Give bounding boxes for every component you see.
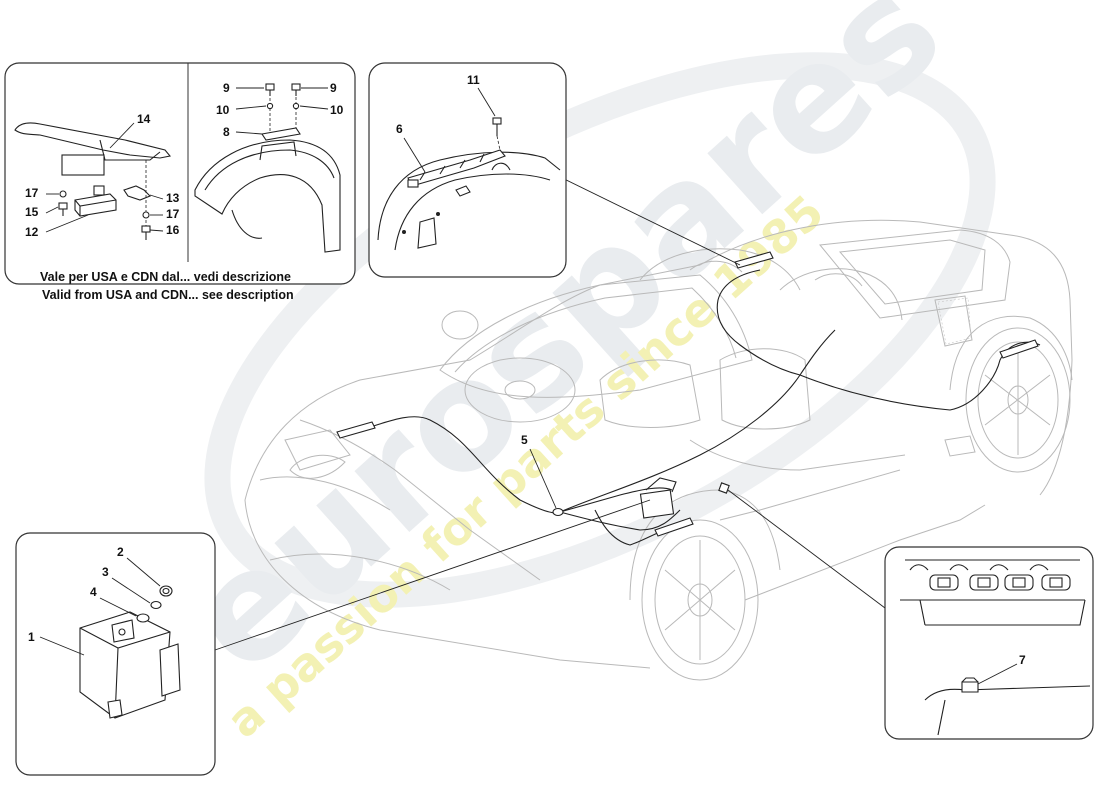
screw-16 bbox=[141, 225, 151, 233]
bracket-plate bbox=[61, 154, 105, 176]
callout-10b: 10 bbox=[330, 103, 344, 117]
callout-9b: 9 bbox=[330, 81, 337, 95]
console-switch-1 bbox=[929, 574, 959, 591]
washer-3 bbox=[150, 600, 162, 610]
console-switch-3 bbox=[1004, 574, 1034, 591]
wheel-arch-liner bbox=[194, 139, 341, 253]
callout-8: 8 bbox=[223, 125, 230, 139]
callout-16: 16 bbox=[166, 223, 180, 237]
console-switch-2 bbox=[969, 574, 999, 591]
sensor-connector bbox=[93, 185, 105, 196]
console-switch-4 bbox=[1041, 574, 1071, 591]
callout-13: 13 bbox=[166, 191, 180, 205]
callout-2: 2 bbox=[117, 545, 124, 559]
screw-9a bbox=[265, 83, 275, 91]
sensor-door bbox=[654, 517, 694, 537]
callout-12: 12 bbox=[25, 225, 39, 239]
callout-1: 1 bbox=[28, 630, 35, 644]
washer-10a bbox=[266, 102, 274, 110]
button-7 bbox=[961, 681, 979, 693]
leader-control-unit bbox=[214, 499, 651, 651]
control-unit-on-car bbox=[639, 489, 675, 519]
leader-console bbox=[727, 489, 886, 609]
wiring-harness bbox=[336, 251, 1041, 546]
callout-10a: 10 bbox=[216, 103, 230, 117]
washer-17a bbox=[59, 190, 67, 198]
callout-6: 6 bbox=[396, 122, 403, 136]
callout-17b: 17 bbox=[166, 207, 180, 221]
clip-13 bbox=[123, 185, 151, 201]
callout-7: 7 bbox=[1019, 653, 1026, 667]
validity-note-en: Valid from USA and CDN... see descriptio… bbox=[42, 288, 294, 302]
connector-5 bbox=[552, 507, 564, 517]
callout-17a: 17 bbox=[25, 186, 39, 200]
screw-11 bbox=[492, 117, 502, 125]
button-location-7 bbox=[718, 482, 730, 494]
callout-11: 11 bbox=[467, 73, 480, 87]
callout-4: 4 bbox=[90, 585, 97, 599]
validity-note-it: Vale per USA e CDN dal... vedi descrizio… bbox=[40, 270, 291, 284]
callout-5-group: 5 bbox=[521, 433, 557, 509]
bracket-14 bbox=[14, 122, 172, 159]
inset-antenna: 11 6 bbox=[368, 62, 567, 278]
callout-14: 14 bbox=[137, 112, 151, 126]
inset-rear-sensor: 14 12 17 15 13 17 16 bbox=[4, 62, 356, 302]
screw-15 bbox=[58, 202, 68, 210]
washer-10b bbox=[292, 102, 300, 110]
bracket-8 bbox=[261, 127, 301, 141]
sensor-antenna-rear bbox=[734, 251, 774, 269]
callout-15: 15 bbox=[25, 205, 39, 219]
sensor-front-left bbox=[336, 421, 376, 439]
screw-9b bbox=[291, 83, 301, 91]
washer-4 bbox=[136, 613, 150, 623]
inset-control-unit: 1 2 3 4 bbox=[15, 532, 216, 776]
washer-17b bbox=[142, 211, 150, 219]
control-unit-connector bbox=[159, 643, 181, 697]
inset-console: 7 bbox=[884, 546, 1094, 740]
callout-5: 5 bbox=[521, 433, 528, 447]
nut-2 bbox=[159, 585, 173, 597]
callout-9a: 9 bbox=[223, 81, 230, 95]
sensor-rear-right bbox=[999, 339, 1039, 359]
callout-3: 3 bbox=[102, 565, 109, 579]
antenna-end bbox=[407, 179, 419, 188]
sensor-12 bbox=[74, 193, 117, 217]
car-outline bbox=[244, 219, 1073, 681]
